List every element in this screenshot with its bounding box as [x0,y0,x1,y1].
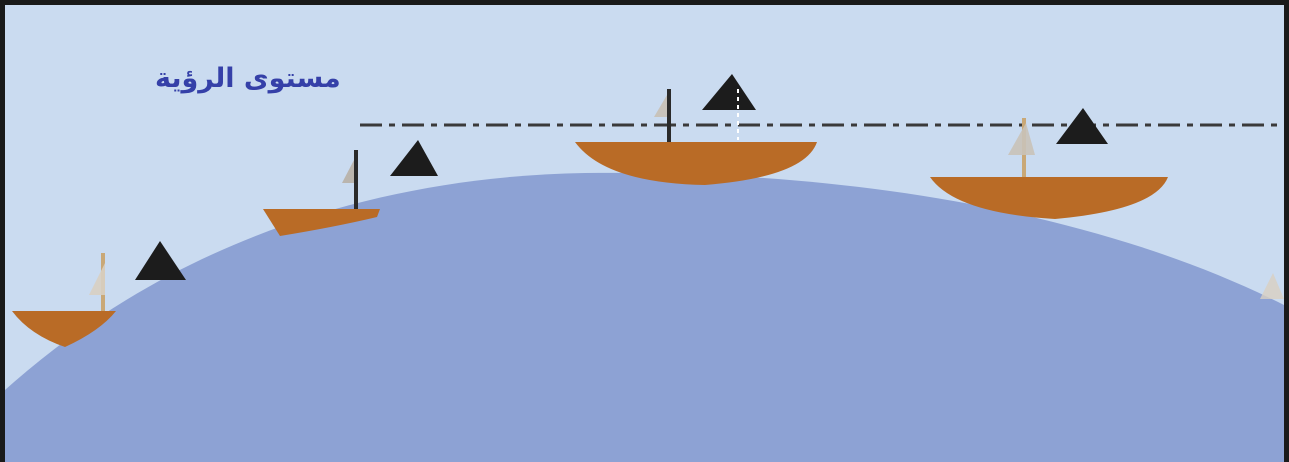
boat-4-hull [930,177,1168,219]
boat-4-flag [1056,108,1108,144]
boat-3-flag [702,74,756,110]
diagram-canvas [5,5,1284,462]
sea-curvature [5,172,1284,462]
boat-1-flag [135,241,186,280]
boat-2-flag [390,140,438,176]
boat-3-hull [575,142,817,185]
boat-2-hull [263,209,380,236]
boat-2 [263,140,438,236]
boat-1 [12,241,186,347]
boat-5-sail-tip [1260,273,1284,299]
boat-4-sail [1008,123,1035,155]
boat-1-sail [89,263,105,295]
boat-3-mast [667,89,671,142]
boat-1-hull [12,311,116,347]
boat-3-sail [654,95,667,117]
boat-4 [930,108,1168,219]
boat-2-mast [354,150,358,209]
boat-2-sail [342,160,354,183]
boat-3 [575,74,817,185]
sight-level-label: مستوى الرؤية [155,63,341,94]
